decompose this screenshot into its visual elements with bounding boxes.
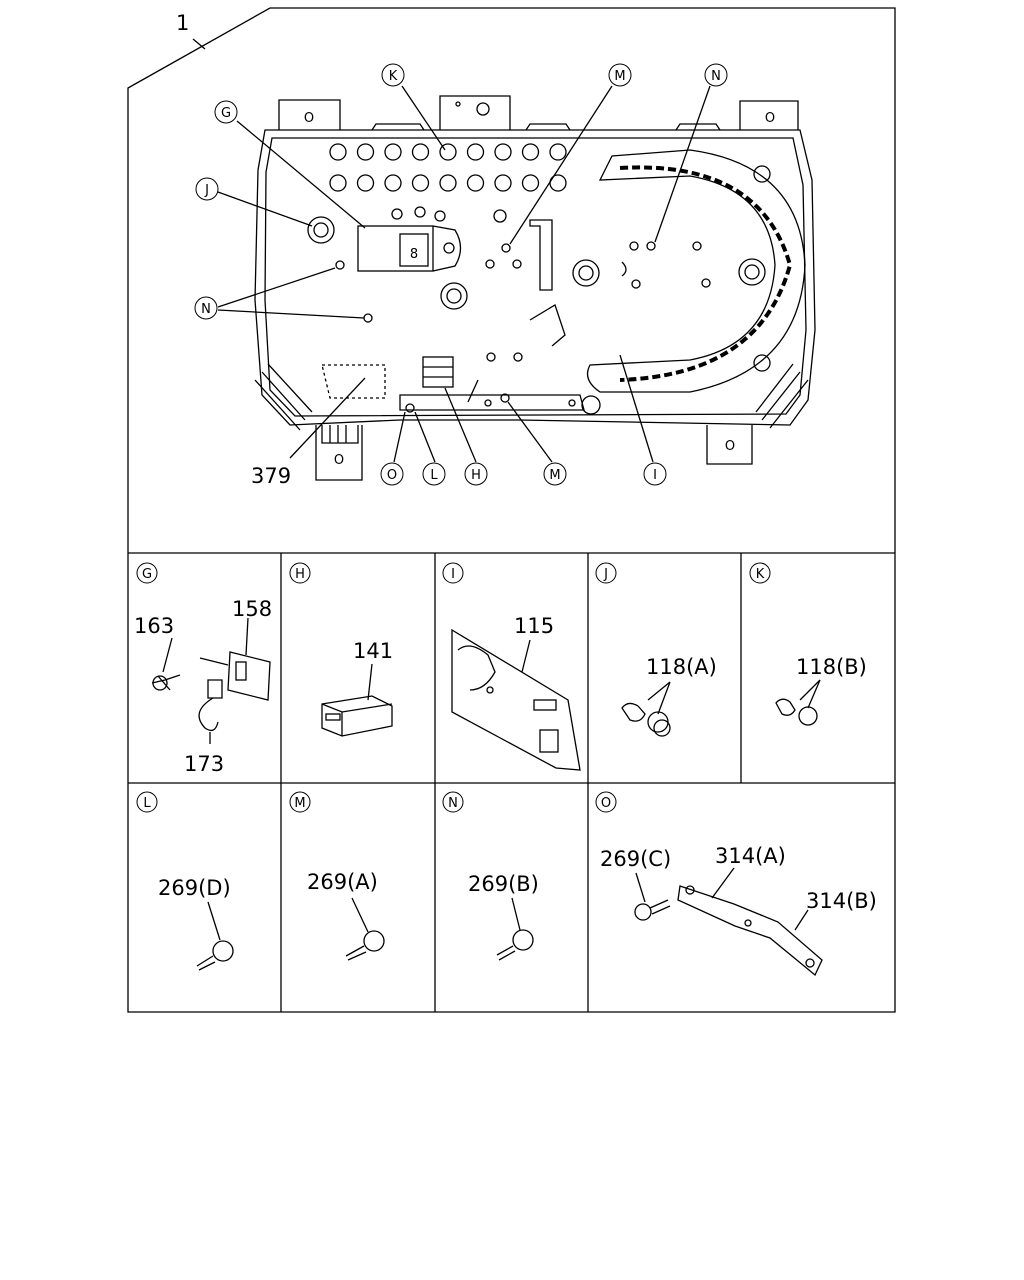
callout-n: N bbox=[194, 296, 218, 320]
svg-text:L: L bbox=[143, 796, 151, 811]
part-ref: 269(C) bbox=[600, 847, 671, 871]
svg-text:I: I bbox=[653, 468, 657, 483]
bulb-socket bbox=[466, 143, 485, 161]
part-ref: 158 bbox=[232, 597, 272, 621]
bulb-socket bbox=[466, 174, 485, 192]
panel-h-drawing bbox=[321, 663, 393, 737]
panel-i-drawing bbox=[451, 628, 581, 771]
svg-text:L: L bbox=[430, 468, 438, 483]
part-ref: 118(B) bbox=[796, 655, 867, 679]
bulb-socket bbox=[329, 143, 347, 161]
bulb-socket bbox=[521, 143, 540, 161]
panel-g-drawing bbox=[151, 617, 271, 744]
svg-text:I: I bbox=[451, 567, 455, 582]
callout-g: G bbox=[214, 100, 238, 124]
callout-n: N bbox=[704, 63, 728, 87]
part-ref: 163 bbox=[134, 614, 174, 638]
svg-text:O: O bbox=[765, 111, 775, 126]
svg-text:H: H bbox=[295, 567, 305, 582]
bulb-socket bbox=[384, 174, 402, 192]
part-ref: 269(D) bbox=[158, 876, 231, 900]
panel-letter-h: H bbox=[289, 562, 311, 584]
bulb-socket bbox=[494, 174, 512, 192]
svg-text:O: O bbox=[725, 439, 735, 454]
svg-text:8: 8 bbox=[410, 247, 418, 262]
bulb-socket bbox=[411, 143, 430, 161]
part-ref: 314(B) bbox=[806, 889, 877, 913]
bulb-socket bbox=[356, 174, 375, 192]
bulb-socket bbox=[439, 174, 457, 192]
svg-text:J: J bbox=[204, 183, 209, 198]
callout-m: M bbox=[543, 462, 567, 486]
bulb-socket bbox=[356, 143, 375, 161]
part-ref: 173 bbox=[184, 752, 224, 776]
callout-h: H bbox=[464, 462, 488, 486]
part-ref-379: 379 bbox=[251, 464, 291, 488]
bulb-socket bbox=[411, 174, 430, 192]
panel-l-drawing bbox=[196, 901, 234, 971]
panel-letter-j: J bbox=[595, 562, 617, 584]
svg-text:O: O bbox=[387, 468, 397, 483]
part-ref: 269(B) bbox=[468, 872, 539, 896]
panel-letter-k: K bbox=[749, 562, 771, 584]
part-ref: 269(A) bbox=[307, 870, 378, 894]
callout-i: I bbox=[643, 462, 667, 486]
part-ref: 118(A) bbox=[646, 655, 717, 679]
svg-text:K: K bbox=[389, 69, 398, 84]
assembly-ref: 1 bbox=[176, 11, 189, 35]
main-view-frame bbox=[127, 7, 896, 1013]
svg-text:G: G bbox=[142, 567, 152, 582]
panel-letter-m: M bbox=[289, 791, 311, 813]
bulb-socket bbox=[439, 143, 457, 161]
callout-o: O bbox=[380, 462, 404, 486]
svg-text:N: N bbox=[201, 302, 211, 317]
panel-letter-o: O bbox=[595, 791, 617, 813]
panel-n-drawing bbox=[496, 897, 534, 961]
callout-m: M bbox=[608, 63, 632, 87]
bulb-socket bbox=[384, 143, 402, 161]
svg-text:O: O bbox=[304, 111, 314, 126]
svg-text:J: J bbox=[603, 567, 608, 582]
text-labels: 1 K M N G J N 379 O L H M I G H I J K L … bbox=[134, 11, 877, 913]
callout-k: K bbox=[381, 63, 405, 87]
panel-letter-g: G bbox=[136, 562, 158, 584]
part-ref: 115 bbox=[514, 614, 554, 638]
svg-text:H: H bbox=[471, 468, 481, 483]
svg-text:M: M bbox=[614, 69, 625, 84]
part-ref: 141 bbox=[353, 639, 393, 663]
panel-o-drawing bbox=[634, 867, 823, 977]
bulb-socket bbox=[521, 174, 540, 192]
svg-text:M: M bbox=[549, 468, 560, 483]
bulb-socket bbox=[494, 143, 512, 161]
panel-letter-i: I bbox=[442, 562, 464, 584]
instrument-cluster-drawing: O O O O 8 bbox=[254, 95, 816, 481]
panel-letter-n: N bbox=[442, 791, 464, 813]
panel-j-drawing bbox=[621, 681, 671, 737]
panel-k-drawing bbox=[775, 679, 821, 726]
leader-lines bbox=[192, 38, 711, 463]
svg-text:O: O bbox=[601, 796, 611, 811]
svg-text:O: O bbox=[334, 453, 344, 468]
part-ref: 314(A) bbox=[715, 844, 786, 868]
bulb-socket bbox=[549, 143, 567, 161]
svg-text:G: G bbox=[221, 106, 231, 121]
svg-text:N: N bbox=[711, 69, 721, 84]
svg-text:K: K bbox=[756, 567, 765, 582]
panel-letter-l: L bbox=[136, 791, 158, 813]
svg-text:N: N bbox=[448, 796, 458, 811]
bulb-sockets bbox=[329, 143, 567, 192]
svg-text:M: M bbox=[294, 796, 305, 811]
callout-l: L bbox=[422, 462, 446, 486]
bulb-socket bbox=[329, 174, 347, 192]
callout-j: J bbox=[195, 177, 219, 201]
panel-m-drawing bbox=[345, 897, 385, 961]
